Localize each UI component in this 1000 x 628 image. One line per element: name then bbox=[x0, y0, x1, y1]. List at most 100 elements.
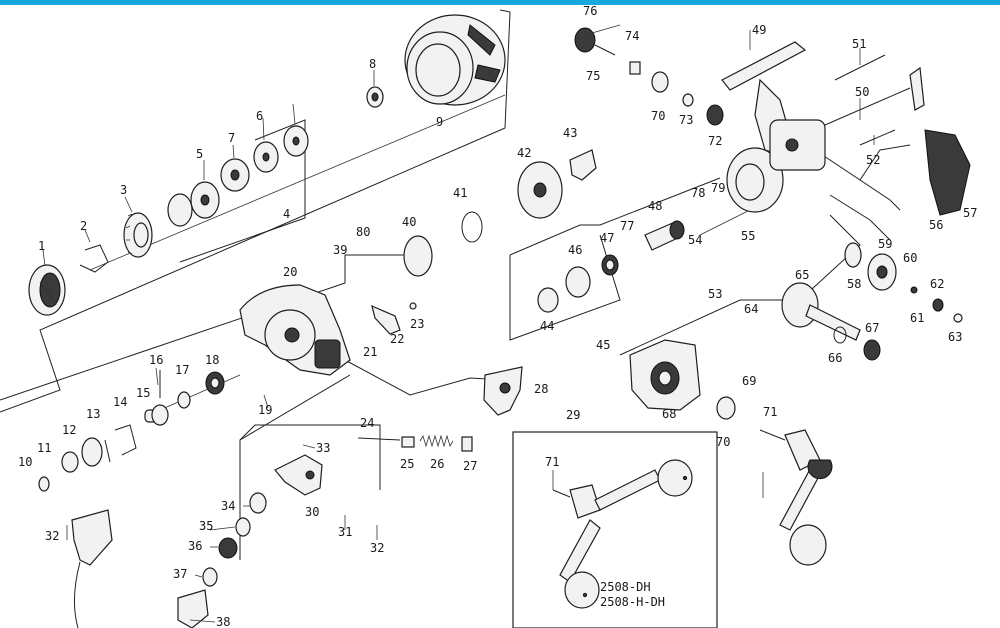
part-label: 41 bbox=[453, 186, 467, 200]
part-label: 34 bbox=[221, 499, 235, 513]
inset-model-codes: 2508-DH 2508-H-DH bbox=[600, 580, 665, 609]
part-label: 51 bbox=[852, 37, 866, 51]
part-10-12-washers bbox=[38, 437, 103, 492]
part-4-washer-stack bbox=[167, 125, 309, 227]
part-label: 79 bbox=[711, 181, 725, 195]
part-label: 48 bbox=[648, 199, 662, 213]
part-label: 45 bbox=[596, 338, 610, 352]
part-label: 2 bbox=[80, 219, 87, 233]
part-13-14-clips bbox=[104, 424, 137, 463]
part-label: 28 bbox=[534, 382, 548, 396]
part-label: 4 bbox=[283, 207, 290, 221]
part-label: 7 bbox=[228, 131, 235, 145]
part-label: 33 bbox=[316, 441, 330, 455]
part-label: 1 bbox=[38, 239, 45, 253]
part-22-lever bbox=[371, 302, 417, 335]
part-30-arm bbox=[274, 454, 323, 496]
part-label: 32 bbox=[45, 529, 59, 543]
part-label: 53 bbox=[708, 287, 722, 301]
part-label: 66 bbox=[828, 351, 842, 365]
part-label: 13 bbox=[86, 407, 100, 421]
part-label: 20 bbox=[283, 265, 297, 279]
part-64-67-pinion-set bbox=[781, 282, 881, 361]
part-24-27-spring-set bbox=[357, 434, 473, 452]
part-label: 74 bbox=[625, 29, 639, 43]
part-label: 55 bbox=[741, 229, 755, 243]
part-label: 36 bbox=[188, 539, 202, 553]
part-label: 21 bbox=[363, 345, 377, 359]
part-label: 57 bbox=[963, 206, 977, 220]
part-label: 77 bbox=[620, 219, 634, 233]
part-label: 16 bbox=[149, 353, 163, 367]
part-label: 10 bbox=[18, 455, 32, 469]
part-48-drive-gear bbox=[644, 220, 685, 251]
part-2-clip bbox=[79, 244, 109, 273]
part-label: 52 bbox=[866, 153, 880, 167]
part-label: 42 bbox=[517, 146, 531, 160]
part-label: 30 bbox=[305, 505, 319, 519]
part-label: 14 bbox=[113, 395, 127, 409]
part-label: 19 bbox=[258, 403, 272, 417]
part-28-guard bbox=[483, 366, 523, 416]
part-70-72-bearings bbox=[651, 71, 736, 420]
part-label: 47 bbox=[600, 231, 614, 245]
part-label: 78 bbox=[691, 186, 705, 200]
part-label: 25 bbox=[400, 457, 414, 471]
part-label: 72 bbox=[708, 134, 722, 148]
part-label: 64 bbox=[744, 302, 758, 316]
part-label: 71 bbox=[763, 405, 777, 419]
part-label: 5 bbox=[196, 147, 203, 161]
part-label: 70 bbox=[651, 109, 665, 123]
part-49-56-rotor-set bbox=[721, 41, 971, 216]
part-9-spool bbox=[404, 14, 506, 106]
double-handle-inset bbox=[512, 431, 718, 628]
part-label: 60 bbox=[903, 251, 917, 265]
part-label: 75 bbox=[586, 69, 600, 83]
part-label: 29 bbox=[566, 408, 580, 422]
part-label: 46 bbox=[568, 243, 582, 257]
part-17-18-bearing bbox=[177, 371, 225, 409]
part-32-bail-arm bbox=[71, 509, 113, 628]
part-label: 39 bbox=[333, 243, 347, 257]
part-label: 26 bbox=[430, 457, 444, 471]
label-leaders bbox=[42, 24, 875, 623]
part-label: 67 bbox=[865, 321, 879, 335]
part-label: 59 bbox=[878, 237, 892, 251]
part-label: 65 bbox=[795, 268, 809, 282]
part-label: 31 bbox=[338, 525, 352, 539]
part-71-handle bbox=[759, 429, 833, 566]
part-label: 27 bbox=[463, 459, 477, 473]
part-label: 23 bbox=[410, 317, 424, 331]
part-label: 44 bbox=[540, 319, 554, 333]
part-label: 15 bbox=[136, 386, 150, 400]
part-label: 63 bbox=[948, 330, 962, 344]
top-accent-bar bbox=[0, 0, 1000, 5]
part-label: 40 bbox=[402, 215, 416, 229]
part-8-washer bbox=[366, 86, 384, 108]
part-label: 3 bbox=[120, 183, 127, 197]
part-label: 69 bbox=[742, 374, 756, 388]
part-label: 32 bbox=[370, 541, 384, 555]
part-label: 18 bbox=[205, 353, 219, 367]
part-label: 62 bbox=[930, 277, 944, 291]
part-label: 56 bbox=[929, 218, 943, 232]
part-58-63-gear-set bbox=[844, 242, 963, 323]
part-label: 58 bbox=[847, 277, 861, 291]
part-44-47-bearing-set bbox=[537, 254, 619, 313]
part-20-body bbox=[239, 284, 351, 376]
part-3-gear-washer bbox=[123, 212, 153, 258]
part-label: 50 bbox=[855, 85, 869, 99]
part-label: 70 bbox=[716, 435, 730, 449]
part-label: 17 bbox=[175, 363, 189, 377]
part-label: 12 bbox=[62, 423, 76, 437]
model-code-label: 2508-H-DH bbox=[600, 595, 665, 609]
part-34-37-stack bbox=[202, 492, 267, 587]
part-label: 76 bbox=[583, 4, 597, 18]
part-label: 54 bbox=[688, 233, 702, 247]
part-label: 38 bbox=[216, 615, 230, 628]
part-label: 9 bbox=[436, 115, 443, 129]
part-68-side-cover bbox=[629, 339, 701, 411]
part-label: 73 bbox=[679, 113, 693, 127]
part-1-drag-knob bbox=[28, 264, 66, 316]
